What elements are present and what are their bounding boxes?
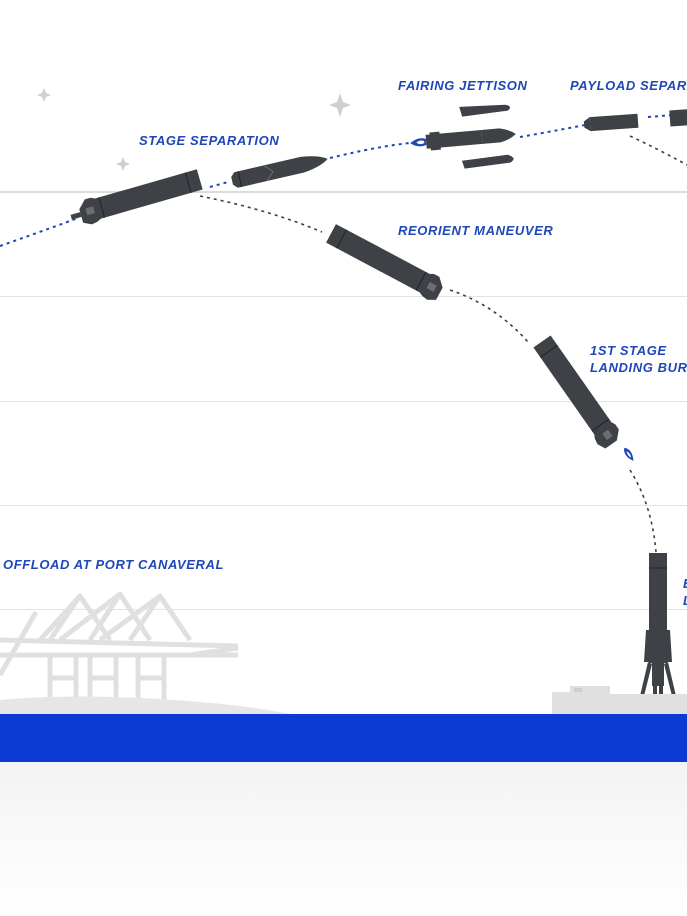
engine-flame-icon xyxy=(624,447,634,461)
altitude-gridline-5 xyxy=(0,609,687,610)
engine-flame-icon xyxy=(410,138,427,147)
ocean-band xyxy=(0,714,687,762)
port-shoreline xyxy=(0,696,290,714)
label-fairing-jettison: FAIRING JETTISON xyxy=(398,78,528,93)
first-stage-booster-ascent xyxy=(70,166,204,228)
altitude-gridline-2 xyxy=(0,296,687,297)
altitude-gridline-1 xyxy=(0,191,687,193)
crane-icon xyxy=(0,591,239,700)
droneship-icon xyxy=(552,686,687,714)
sparkle-icon xyxy=(329,93,351,117)
altitude-gridline-3 xyxy=(0,401,687,402)
label-landing-burn-line2: LANDING BURN xyxy=(590,360,687,375)
altitude-gridline-4 xyxy=(0,505,687,506)
label-offload: OFFLOAD AT PORT CANAVERAL xyxy=(3,557,225,572)
landed-booster xyxy=(640,553,676,696)
label-edge-line1: E xyxy=(683,575,687,592)
payload-separation-stage xyxy=(583,108,687,132)
label-reorient-maneuver: REORIENT MANEUVER xyxy=(398,223,554,238)
label-edge-line2: L xyxy=(683,592,687,609)
second-stage-ascent xyxy=(229,150,330,190)
label-landing-burn-line1: 1ST STAGE xyxy=(590,343,667,358)
label-payload-separation: PAYLOAD SEPARA xyxy=(570,78,687,93)
label-stage-separation: STAGE SEPARATION xyxy=(139,133,280,148)
ground-fade xyxy=(0,762,687,916)
sparkle-icon xyxy=(37,88,51,102)
fairing-jettison-stage xyxy=(410,104,516,169)
sparkle-icon xyxy=(116,157,130,171)
ascent-trajectory xyxy=(0,113,687,247)
